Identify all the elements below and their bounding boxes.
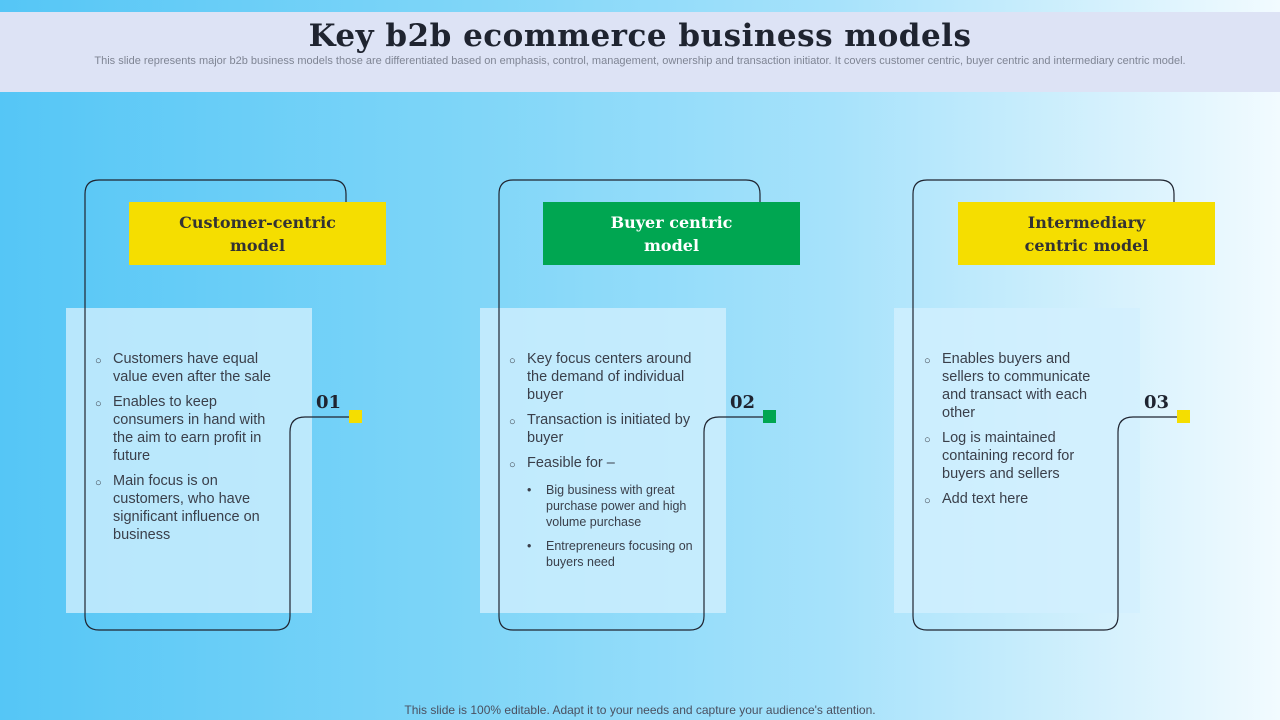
model-1-list: ○ Customers have equal value even after t… — [95, 350, 281, 551]
list-item: ○ Add text here — [924, 490, 1104, 508]
bullet-icon: ○ — [95, 355, 102, 367]
model-3-list: ○ Enables buyers and sellers to communica… — [924, 350, 1104, 515]
bullet-icon: ○ — [509, 459, 516, 471]
model-3-label: Intermediary centric model — [1024, 212, 1149, 255]
header-bar — [0, 12, 1280, 92]
model-2-label-box: Buyer centric model — [543, 202, 800, 265]
model-2-list: ○ Key focus centers around the demand of … — [509, 350, 699, 578]
list-item-text: Enables to keep consumers in hand with t… — [113, 394, 266, 464]
sub-list-item-text: Entrepreneurs focusing on buyers need — [546, 539, 693, 569]
model-2-number: 02 — [730, 392, 756, 413]
list-item: ○ Main focus is on customers, who have si… — [95, 472, 281, 544]
list-item: ○ Enables buyers and sellers to communica… — [924, 350, 1104, 422]
list-item: ○ Feasible for – • Big business with great… — [509, 454, 699, 570]
page-title: Key b2b ecommerce business models — [308, 18, 972, 54]
list-item-text: Transaction is initiated by buyer — [527, 412, 691, 446]
bullet-icon: ○ — [924, 355, 931, 367]
model-1-marker — [349, 410, 362, 423]
bullet-icon: ○ — [509, 355, 516, 367]
bullet-icon: ○ — [924, 434, 931, 446]
model-1-label: Customer-centric model — [179, 212, 336, 255]
model-2-label: Buyer centric model — [610, 212, 733, 255]
list-item-text: Key focus centers around the demand of i… — [527, 351, 692, 403]
model-1-label-box: Customer-centric model — [129, 202, 386, 265]
dot-icon: • — [527, 539, 532, 553]
sub-list-item: • Big business with great purchase power … — [527, 482, 699, 530]
list-item-text: Log is maintained containing record for … — [942, 430, 1075, 482]
dot-icon: • — [527, 483, 532, 497]
bullet-icon: ○ — [509, 416, 516, 428]
model-2-sublist: • Big business with great purchase power … — [527, 482, 699, 570]
model-2-marker — [763, 410, 776, 423]
list-item: ○ Enables to keep consumers in hand with … — [95, 393, 281, 465]
sub-list-item-text: Big business with great purchase power a… — [546, 483, 687, 529]
model-3-label-box: Intermediary centric model — [958, 202, 1215, 265]
list-item-text: Add text here — [942, 491, 1029, 507]
list-item-text: Customers have equal value even after th… — [113, 351, 271, 385]
model-3-marker — [1177, 410, 1190, 423]
model-3-number: 03 — [1144, 392, 1170, 413]
list-item-text: Main focus is on customers, who have sig… — [113, 473, 260, 543]
page-subtitle: This slide represents major b2b business… — [94, 55, 1186, 67]
bullet-icon: ○ — [924, 495, 931, 507]
model-1-number: 01 — [316, 392, 342, 413]
list-item: ○ Key focus centers around the demand of … — [509, 350, 699, 404]
sub-list-item: • Entrepreneurs focusing on buyers need — [527, 538, 699, 570]
list-item: ○ Transaction is initiated by buyer — [509, 411, 699, 447]
bullet-icon: ○ — [95, 398, 102, 410]
list-item: ○ Log is maintained containing record for… — [924, 429, 1104, 483]
footer-note: This slide is 100% editable. Adapt it to… — [404, 703, 876, 717]
list-item-text: Enables buyers and sellers to communicat… — [942, 351, 1091, 421]
list-item-text: Feasible for – — [527, 455, 615, 471]
bullet-icon: ○ — [95, 477, 102, 489]
list-item: ○ Customers have equal value even after t… — [95, 350, 281, 386]
